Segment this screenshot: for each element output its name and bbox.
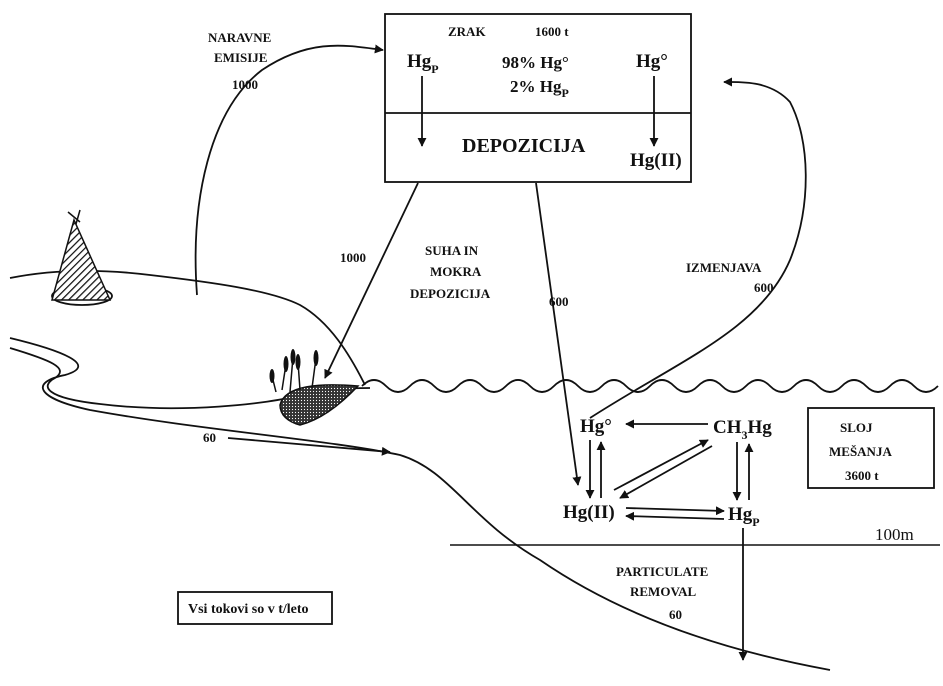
ocean-deposition-arrow — [535, 182, 582, 486]
mixing-layer-box — [807, 407, 935, 489]
exchange-value: 600 — [754, 280, 774, 295]
marsh-icon — [269, 349, 360, 426]
particulate-removal-line2: REMOVAL — [630, 584, 697, 599]
land-deposition-value: 1000 — [340, 250, 366, 265]
natural-emissions-arrow — [194, 44, 384, 296]
sea-surface-waves — [361, 379, 939, 393]
natural-emissions-line2: EMISIJE — [214, 50, 267, 65]
natural-emissions-line1: NARAVNE — [208, 30, 271, 45]
mixing-layer-line2: MEŠANJA — [829, 444, 892, 459]
water-ch3hg: CH3Hg — [713, 417, 772, 442]
natural-emissions-value: 1000 — [232, 77, 258, 92]
water-hgp: HgP — [728, 504, 760, 529]
shoreline — [9, 337, 831, 671]
air-composition-line2: 2% HgP — [510, 77, 569, 100]
dry-wet-deposition-line3: DEPOZICIJA — [410, 286, 491, 301]
deposition-label: DEPOZICIJA — [462, 135, 586, 157]
air-title: ZRAK — [448, 24, 486, 39]
land-deposition-arrow — [324, 182, 419, 379]
air-composition-line1: 98% Hg° — [502, 53, 569, 72]
dry-wet-deposition-line1: SUHA IN — [425, 243, 479, 258]
ch3hg-to-hg2-arrow — [619, 445, 713, 499]
mixing-layer-line1: SLOJ — [840, 420, 873, 435]
air-hgp-label: HgP — [407, 51, 439, 76]
river-flux-arrow — [227, 437, 391, 456]
water-hg0: Hg° — [580, 416, 612, 437]
air-box — [384, 13, 692, 183]
water-hg2: Hg(II) — [563, 502, 615, 523]
exchange-arrow — [589, 77, 807, 419]
hgp-to-hg2-arrow — [625, 511, 725, 521]
air-hg2-label: Hg(II) — [630, 150, 682, 171]
depth-label: 100m — [875, 525, 914, 544]
river-flux-value: 60 — [203, 430, 216, 445]
tent-icon — [51, 209, 113, 306]
units-note: Vsi tokovi so v t/leto — [188, 602, 309, 617]
dry-wet-deposition-line2: MOKRA — [430, 264, 482, 279]
particulate-removal-line1: PARTICULATE — [616, 564, 708, 579]
particulate-removal-value: 60 — [669, 607, 682, 622]
mixing-layer-mass: 3600 t — [845, 468, 879, 483]
air-mass: 1600 t — [535, 24, 569, 39]
ocean-deposition-value: 600 — [549, 294, 569, 309]
exchange-label: IZMENJAVA — [686, 260, 762, 275]
air-hg0-label: Hg° — [636, 51, 668, 72]
hg2-to-ch3hg-arrow — [613, 439, 709, 491]
units-note-box — [177, 591, 333, 625]
hg2-to-hgp-arrow — [625, 506, 725, 516]
